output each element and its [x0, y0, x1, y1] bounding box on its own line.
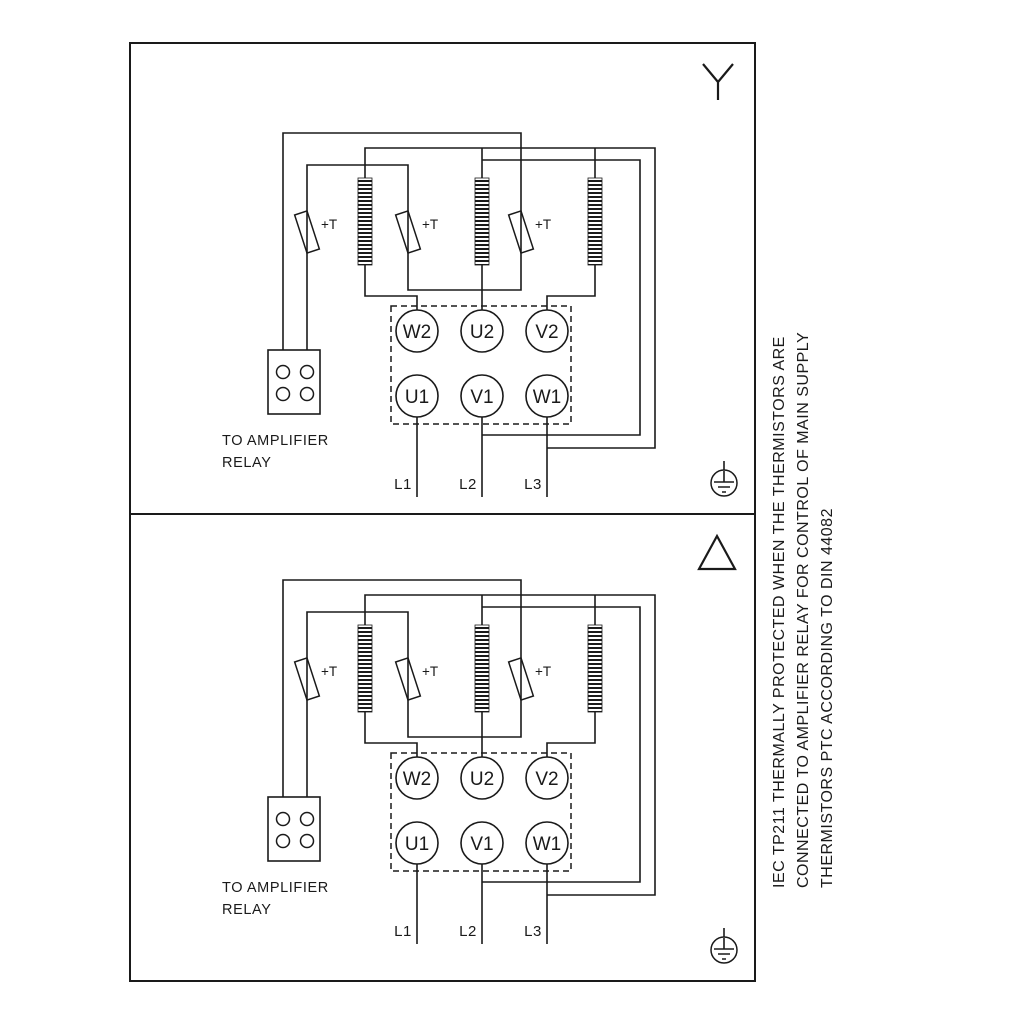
thermistor-label: +T: [422, 217, 438, 232]
terminal-label: U2: [470, 769, 494, 790]
winding-coil: [587, 624, 603, 713]
terminal-label: U1: [405, 834, 429, 855]
winding-coil: [474, 177, 490, 266]
relay-note-line1: TO AMPLIFIER: [222, 880, 329, 896]
supply-label-l2: L2: [459, 923, 477, 940]
terminal-label: W1: [533, 834, 562, 855]
terminal-u2: [460, 309, 504, 353]
thermistor-circuit-wire: [282, 132, 522, 350]
terminal-label: V1: [470, 834, 493, 855]
thermistor-label: +T: [422, 664, 438, 679]
thermistor-label: +T: [535, 217, 551, 232]
relay-terminal-block: [267, 796, 321, 862]
thermistor-icon: [293, 657, 321, 701]
winding-coil: [474, 624, 490, 713]
winding-coil: [587, 177, 603, 266]
thermistor-icon: [507, 210, 535, 254]
thermistor-label: +T: [321, 217, 337, 232]
thermistor-icon: [507, 657, 535, 701]
relay-terminal-block: [267, 349, 321, 415]
terminal-w2: [395, 309, 439, 353]
star-icon: [702, 63, 734, 100]
thermistor-label: +T: [321, 664, 337, 679]
terminal-box: [390, 752, 572, 872]
supply-label-l3: L3: [524, 923, 542, 940]
supply-label-l2: L2: [459, 476, 477, 493]
relay-note-line1: TO AMPLIFIER: [222, 433, 329, 449]
terminal-u2: [460, 756, 504, 800]
side-note: IEC TP211 THERMALLY PROTECTED WHEN THE T…: [771, 332, 836, 888]
winding-wires: [364, 594, 656, 896]
terminal-label: W1: [533, 387, 562, 408]
terminal-label: V2: [535, 322, 558, 343]
terminal-label: W2: [403, 322, 432, 343]
thermistor-icon: [394, 657, 422, 701]
winding-wires: [364, 147, 656, 449]
supply-label-l1: L1: [394, 923, 412, 940]
terminal-label: V2: [535, 769, 558, 790]
side-note-line2: CONNECTED TO AMPLIFIER RELAY FOR CONTROL…: [795, 332, 812, 888]
winding-coil: [357, 624, 373, 713]
terminal-w2: [395, 756, 439, 800]
relay-note-line2: RELAY: [222, 455, 271, 471]
panel-border: [129, 513, 756, 982]
supply-label-l1: L1: [394, 476, 412, 493]
thermistor-circuit-wire: [282, 579, 522, 797]
supply-lines: [416, 864, 548, 944]
terminal-v2: [525, 309, 569, 353]
supply-lines: [416, 417, 548, 497]
terminal-label: V1: [470, 387, 493, 408]
side-note-line1: IEC TP211 THERMALLY PROTECTED WHEN THE T…: [771, 336, 788, 888]
thermistor-icon: [293, 210, 321, 254]
terminal-label: U1: [405, 387, 429, 408]
terminal-label: U2: [470, 322, 494, 343]
terminal-v2: [525, 756, 569, 800]
ground-icon: [710, 928, 738, 964]
terminal-box: [390, 305, 572, 425]
panel-content: +T +T +T TO AMPLIFIER RELAY W2 U2: [222, 132, 656, 497]
supply-label-l3: L3: [524, 476, 542, 493]
panel-content: +T +T +T TO AMPLIFIER RELAY W2 U2 V2 U1: [222, 579, 656, 944]
relay-note-line2: RELAY: [222, 902, 271, 918]
star-panel: +T +T +T TO AMPLIFIER RELAY W2 U2: [129, 42, 756, 515]
thermistor-icon: [394, 210, 422, 254]
thermistor-label: +T: [535, 664, 551, 679]
terminal-label: W2: [403, 769, 432, 790]
side-note-line3: THERMISTORS PTC ACCORDING TO DIN 44082: [819, 508, 836, 888]
winding-coil: [357, 177, 373, 266]
delta-panel: +T +T +T TO AMPLIFIER RELAY W2 U2 V2 U1: [129, 513, 756, 982]
delta-icon: [697, 533, 737, 571]
ground-icon: [710, 461, 738, 497]
